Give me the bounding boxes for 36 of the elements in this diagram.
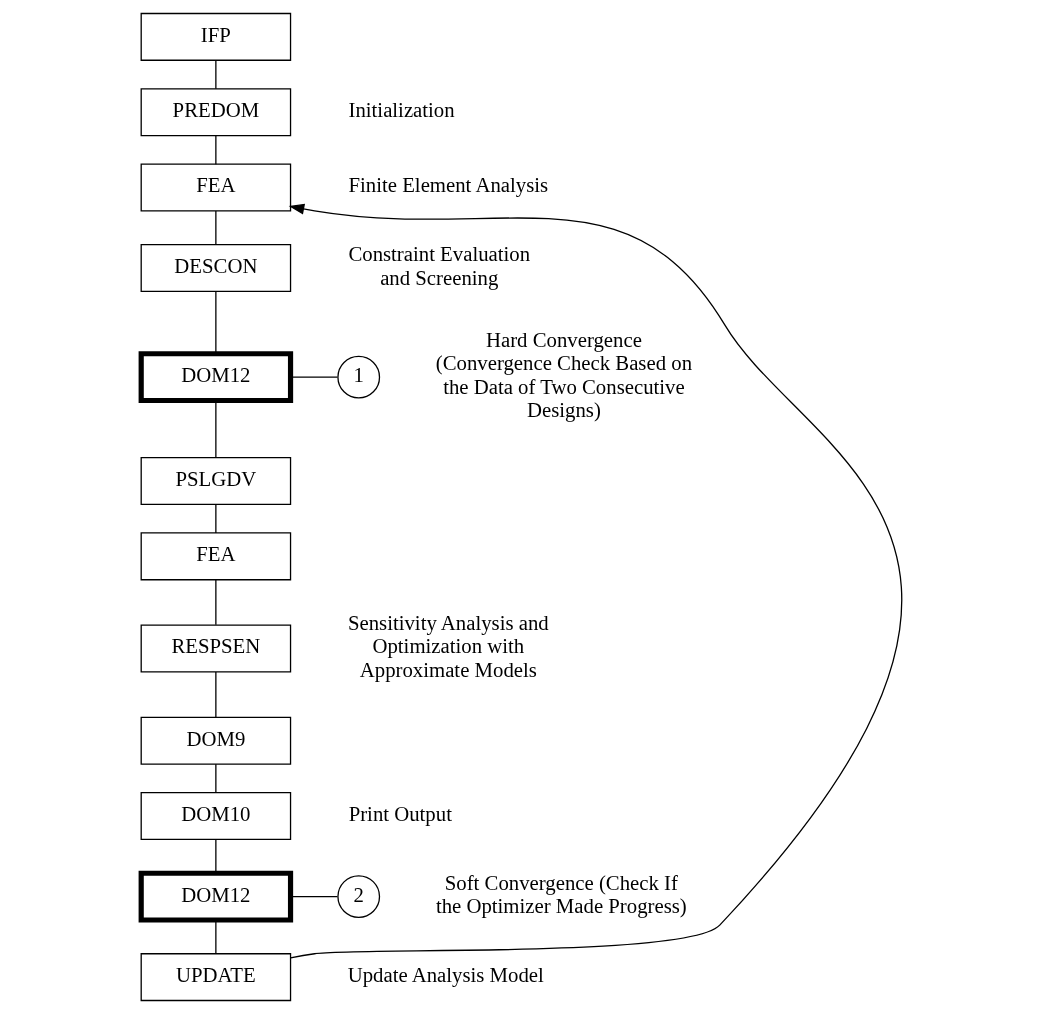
label: Finite Element Analysis (348, 173, 549, 197)
arrow (288, 203, 901, 959)
connector (215, 135, 217, 165)
node-box: DOM12 (138, 351, 294, 404)
connector (215, 59, 217, 90)
node-circle: 2 (337, 875, 381, 919)
connector (215, 579, 217, 626)
node-label: Soft Convergence (Check If the Optimizer Made Progress) (435, 870, 687, 918)
label: Print Output (348, 802, 452, 826)
node-box: UPDATE (140, 953, 292, 1002)
node-box: DOM9 (140, 716, 292, 765)
connector (215, 763, 217, 794)
connector (215, 503, 217, 534)
node-box: IFP (140, 12, 292, 61)
label: Constraint Evaluation and Screening (348, 242, 531, 289)
node-box: FEA (140, 532, 292, 581)
connector (215, 400, 217, 458)
connector (215, 291, 217, 355)
connector (215, 210, 217, 245)
connector (215, 919, 217, 955)
node-box: PREDOM (140, 88, 292, 137)
connector (290, 895, 339, 898)
node-box: PSLGDV (140, 457, 292, 506)
connector (215, 838, 217, 874)
node-box: RESPSEN (140, 624, 292, 673)
label: Initialization (348, 98, 455, 122)
node-box: DOM10 (140, 792, 292, 841)
node-label: Hard Convergence (Convergence Check Based on the Data of Two Consecutive Designs) (435, 328, 693, 422)
node-box: DESCON (140, 244, 292, 293)
connector (215, 671, 217, 718)
node-circle: 1 (337, 355, 381, 399)
connector (290, 376, 339, 378)
label: Sensitivity Analysis and Optimization with Approximate Models (347, 611, 549, 681)
label: Update Analysis Model (347, 963, 544, 987)
node-box: FEA (140, 163, 292, 212)
node-box: DOM12 (138, 870, 294, 923)
